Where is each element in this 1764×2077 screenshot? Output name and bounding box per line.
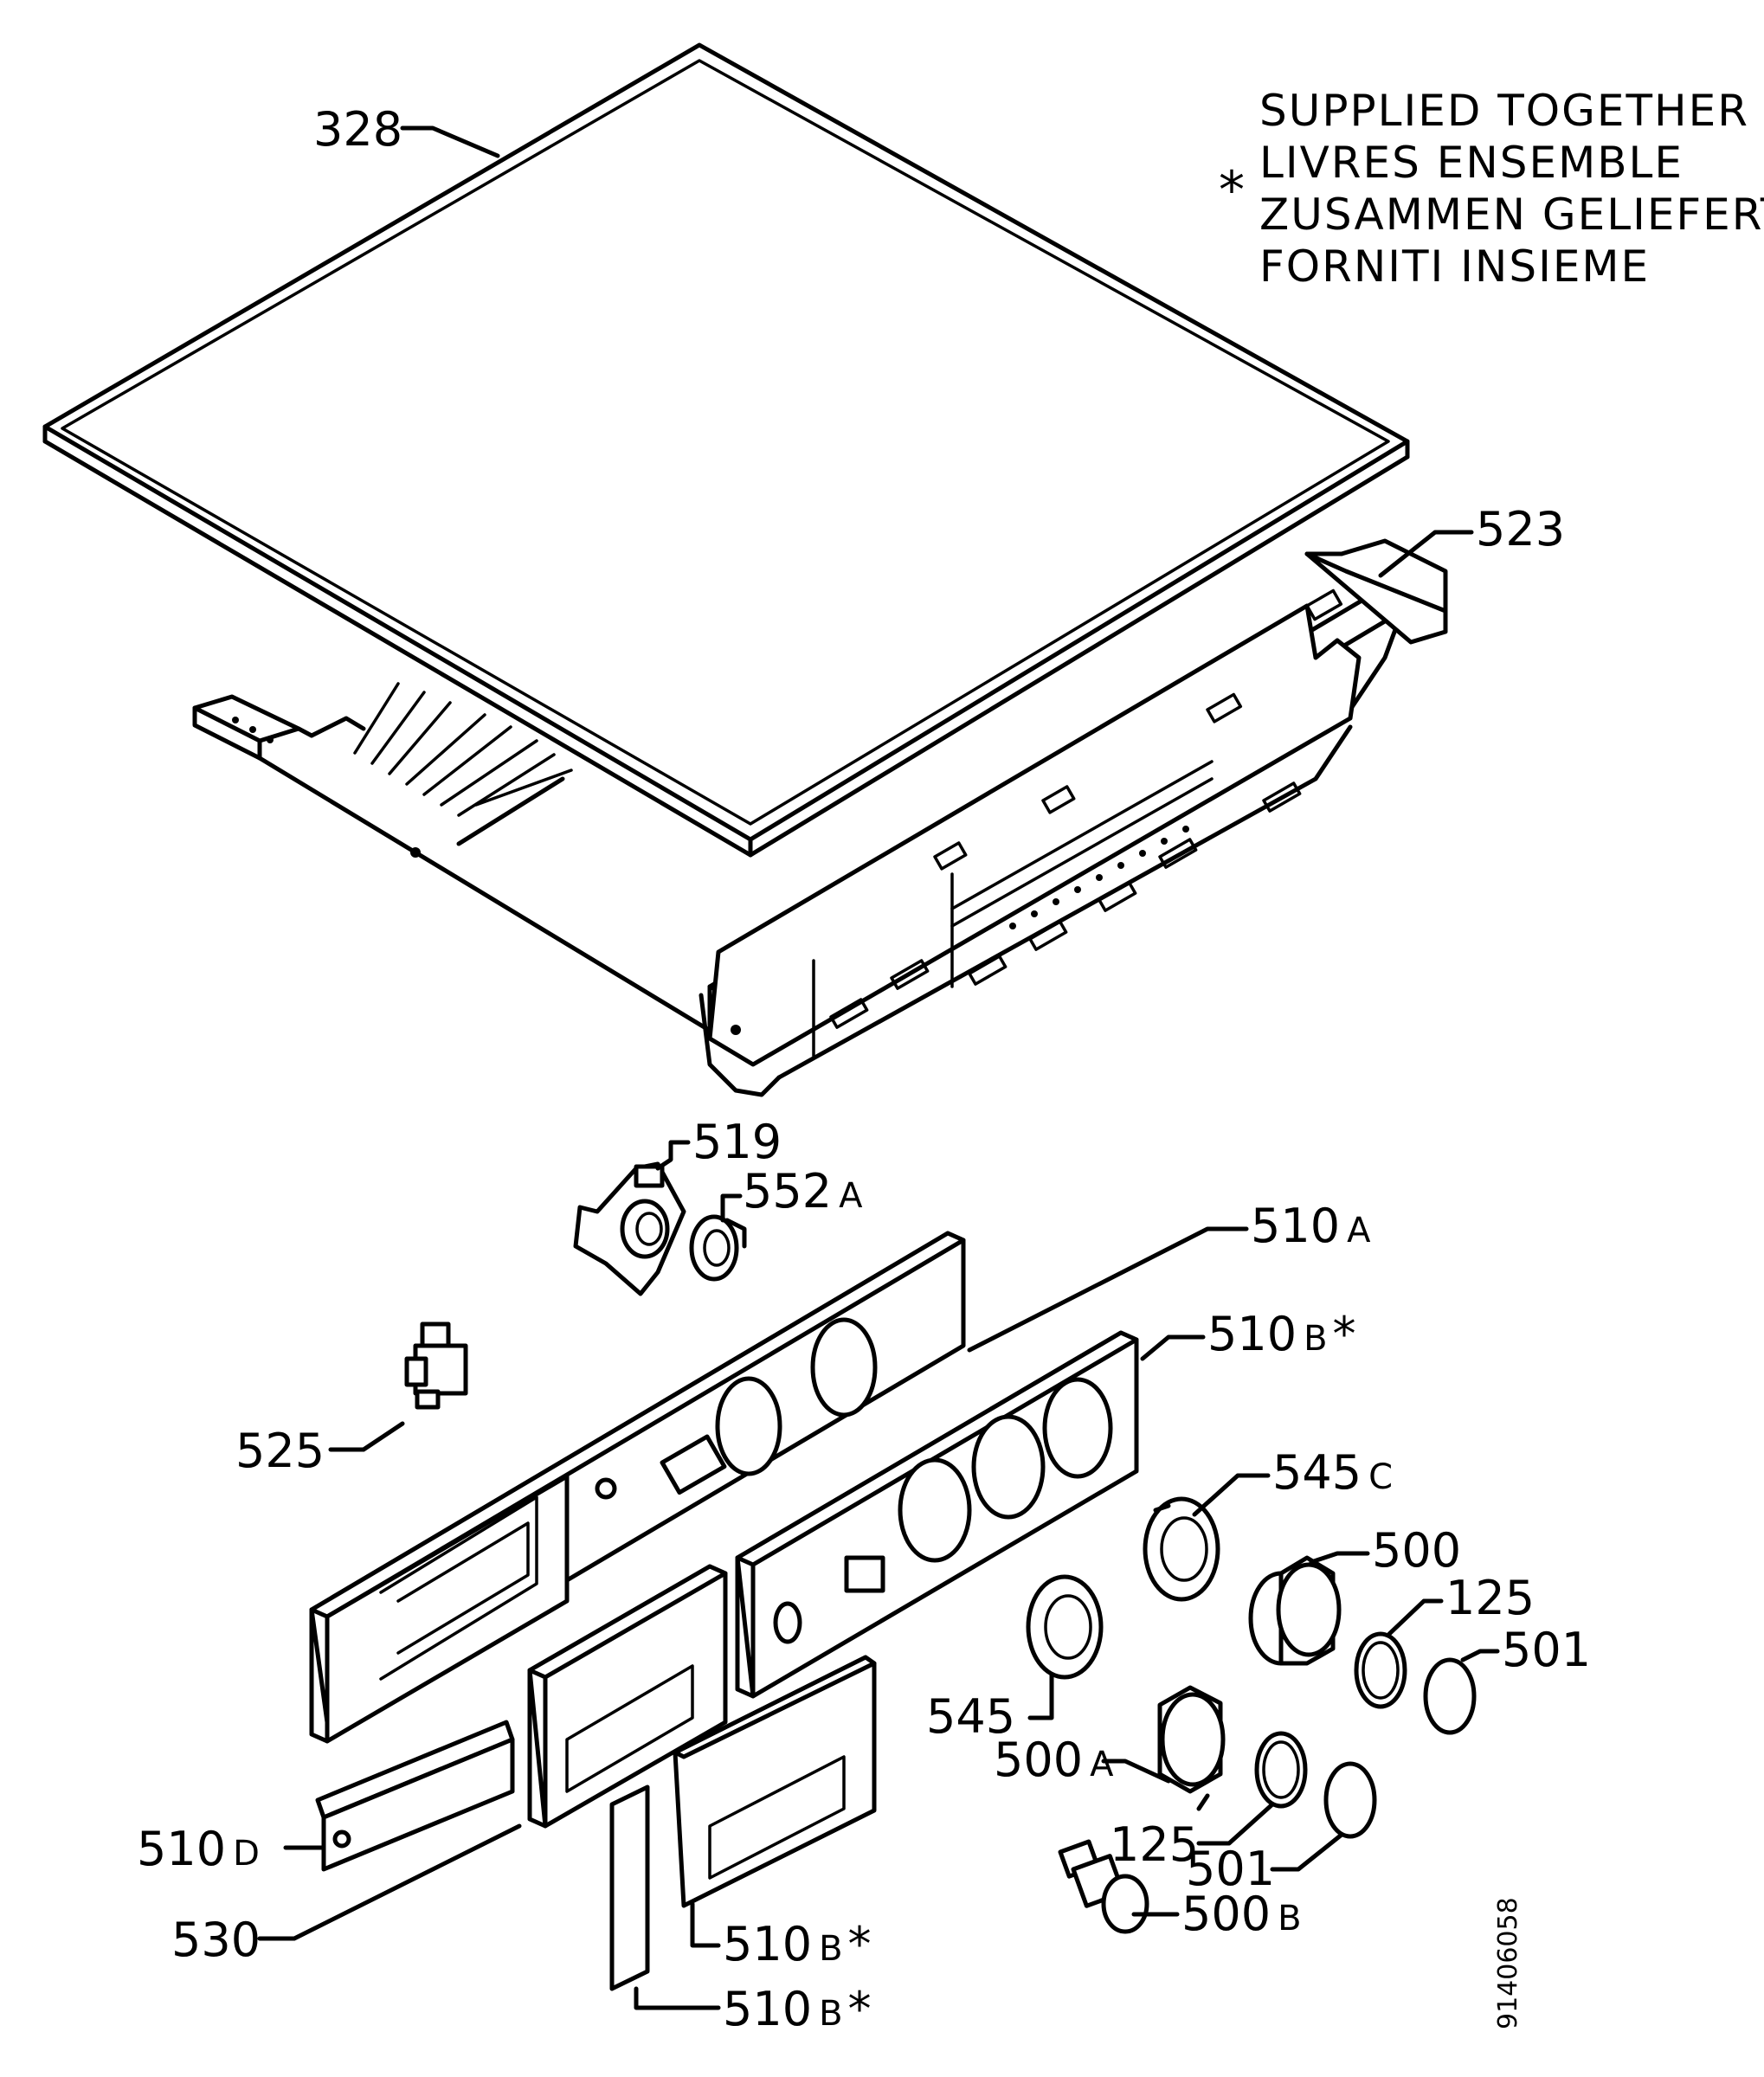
part-501-disc-upper	[1423, 1657, 1477, 1735]
note-line-de: ZUSAMMEN GELIEFERT	[1259, 190, 1764, 240]
part-510d-strip	[315, 1720, 515, 1872]
label-523: 523	[1476, 502, 1565, 556]
part-510a-panel	[309, 1231, 966, 1744]
part-500-knob	[1248, 1555, 1342, 1666]
label-501-lower: 501	[1186, 1842, 1275, 1896]
label-545: 545	[926, 1689, 1015, 1744]
part-523-panel-frame	[192, 538, 1448, 1097]
leader-lines	[257, 125, 1500, 2010]
label-500: 500	[1372, 1523, 1461, 1578]
label-530: 530	[171, 1913, 261, 1967]
label-125-lower: 125	[1110, 1817, 1199, 1872]
note-line-fr: LIVRES ENSEMBLE	[1259, 138, 1684, 188]
part-510b-panel	[735, 1330, 1139, 1699]
label-328: 328	[313, 102, 402, 157]
part-328-top-cover	[42, 42, 1410, 858]
note-asterisk: *	[1219, 160, 1246, 221]
drawing-code: 91406058	[1493, 1897, 1523, 2029]
part-545c-ring	[1143, 1496, 1220, 1602]
part-545-ring	[1026, 1574, 1104, 1680]
part-530-bezel	[527, 1564, 728, 1829]
part-552a-ring	[689, 1214, 747, 1282]
part-510b-bezel	[673, 1655, 877, 1908]
part-525-switch	[404, 1321, 468, 1410]
part-500a-knob	[1157, 1685, 1226, 1794]
frame-hole-row	[232, 717, 1189, 1035]
part-500b-pushbutton	[1058, 1839, 1149, 1934]
note-line-en: SUPPLIED TOGETHER	[1259, 86, 1749, 136]
label-525: 525	[235, 1424, 325, 1478]
note-line-it: FORNITI INSIEME	[1259, 241, 1650, 292]
part-125-seal-lower	[1254, 1731, 1308, 1809]
part-125-seal-upper	[1354, 1631, 1407, 1709]
supplied-together-note: * SUPPLIED TOGETHER LIVRES ENSEMBLE ZUSA…	[1219, 86, 1764, 292]
part-501-disc-lower	[1323, 1761, 1377, 1839]
part-510b-strip	[609, 1784, 650, 1991]
label-501-upper: 501	[1502, 1623, 1591, 1677]
label-519: 519	[692, 1115, 782, 1169]
label-125-upper: 125	[1445, 1571, 1535, 1625]
part-519-bracket	[573, 1161, 686, 1296]
